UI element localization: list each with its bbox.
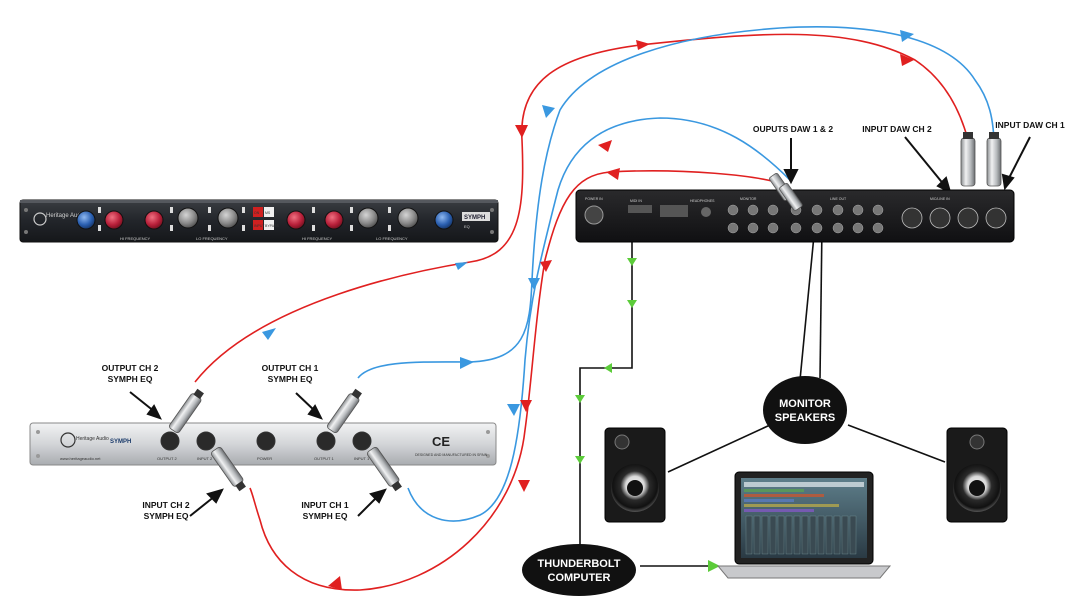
front-model: SYMPH <box>464 215 485 221</box>
symph-eq-rear-panel: www.heritageaudio.net SYMPH Heritage Aud… <box>29 422 497 466</box>
label-input-ch1-sub: SYMPH EQ <box>303 511 348 521</box>
port-label: MIDI IN <box>630 199 642 203</box>
arrow-icon <box>262 30 914 590</box>
switch-label: INPUT <box>254 224 265 228</box>
monitor-label-line2: SPEAKERS <box>775 412 836 424</box>
thunderbolt-cable <box>575 240 720 572</box>
thunderbolt-label-line1: THUNDERBOLT <box>538 558 621 570</box>
lf-freq-knob-grey-2 <box>397 207 419 229</box>
section-label: LO FREQUENCY <box>376 236 408 241</box>
label-input-ch2-sub: SYMPH EQ <box>144 511 189 521</box>
pointer-arrows <box>129 136 1031 517</box>
output-knob-blue <box>434 210 454 230</box>
jack-label: OUTPUT 2 <box>157 456 177 461</box>
laptop-icon <box>716 471 892 579</box>
label-input-ch1: INPUT CH 1 <box>301 500 349 510</box>
section-label: HI FREQUENCY <box>302 236 333 241</box>
center-switches: ON MS INPUT BYPASS <box>253 207 279 230</box>
diagram-labels: OUTPUT CH 2 SYMPH EQ OUTPUT CH 1 SYMPH E… <box>102 120 1065 521</box>
jack-label: OUTPUT 1 <box>314 456 334 461</box>
small-toggles <box>98 207 391 231</box>
ce-mark: CE <box>432 434 450 449</box>
cables <box>129 26 1031 591</box>
port-label: MONITOR <box>740 197 757 201</box>
jack-labels: OUTPUT 2 INPUT 2 POWER OUTPUT 1 INPUT 1 <box>157 456 370 461</box>
hf-freq-knob-red <box>144 210 164 230</box>
jack-label: INPUT 1 <box>354 456 370 461</box>
symph-eq-front-panel: Heritage Audio ON MS INPUT BYPASS <box>19 199 499 243</box>
switch-label: ON <box>254 211 260 215</box>
label-input-daw-ch2: INPUT DAW CH 2 <box>862 124 932 134</box>
port-label: POWER IN <box>585 197 603 201</box>
hf-gain-knob-red <box>104 210 124 230</box>
label-output-ch2-sub: SYMPH EQ <box>108 374 153 384</box>
rear-model: SYMPH <box>110 439 131 445</box>
port-label: HEADPHONES <box>690 199 715 203</box>
lf-freq-knob-grey <box>217 207 239 229</box>
rear-website: www.heritageaudio.net <box>60 456 101 461</box>
label-outputs-daw: OUPUTS DAW 1 & 2 <box>753 124 834 134</box>
speaker-icon <box>604 427 666 523</box>
label-input-ch2: INPUT CH 2 <box>142 500 190 510</box>
thunderbolt-computer-badge: THUNDERBOLT COMPUTER <box>522 544 636 596</box>
front-model-suffix: EQ <box>464 224 470 229</box>
jack-label: POWER <box>257 456 272 461</box>
lf-gain-knob-grey <box>177 207 199 229</box>
rear-brand: Heritage Audio <box>76 436 109 442</box>
front-brand: Heritage Audio <box>46 213 86 219</box>
thunderbolt-label-line2: COMPUTER <box>548 572 611 584</box>
monitor-cables <box>667 224 946 473</box>
port-label: MIC/LINE IN <box>930 197 950 201</box>
switch-label: BYPASS <box>265 224 279 228</box>
section-label: HI FREQUENCY <box>120 236 151 241</box>
section-label: LO FREQUENCY <box>196 236 228 241</box>
rack-ear-screw-icon <box>24 208 494 234</box>
switch-label: MS <box>265 211 271 215</box>
xlr-jack-icon <box>160 431 372 451</box>
hf-gain-knob-red-2 <box>286 210 306 230</box>
monitor-label-line1: MONITOR <box>779 398 831 410</box>
heritage-logo: Heritage Audio <box>33 212 86 226</box>
label-output-ch1: OUTPUT CH 1 <box>262 363 319 373</box>
label-input-daw-ch1: INPUT DAW CH 1 <box>995 120 1065 130</box>
connector-xlr-icon <box>769 132 1002 211</box>
mixer-faders <box>745 515 857 555</box>
blue-cable-daw-to-input1 <box>407 117 791 522</box>
label-output-ch2: OUTPUT CH 2 <box>102 363 159 373</box>
section-labels: HI FREQUENCY LO FREQUENCY HI FREQUENCY L… <box>120 236 408 241</box>
spain-text: DESIGNED AND MANUFACTURED IN SPAIN <box>415 453 488 457</box>
audio-interface-rear: POWER IN MIDI IN HEADPHONES MONITOR LINE… <box>575 189 1015 243</box>
speaker-icon <box>946 427 1008 523</box>
monitor-speakers-badge: MONITOR SPEAKERS <box>763 376 847 444</box>
blue-cable-output1-to-daw <box>357 26 995 379</box>
label-output-ch1-sub: SYMPH EQ <box>268 374 313 384</box>
hf-freq-knob-red-2 <box>324 210 344 230</box>
lf-gain-knob-grey-2 <box>357 207 379 229</box>
connector-xlr-icon <box>169 388 402 492</box>
jack-label: INPUT 2 <box>197 456 213 461</box>
input-knob-blue <box>76 210 96 230</box>
port-label: LINE OUT <box>830 197 847 201</box>
red-cable-output2-to-daw <box>194 33 969 383</box>
